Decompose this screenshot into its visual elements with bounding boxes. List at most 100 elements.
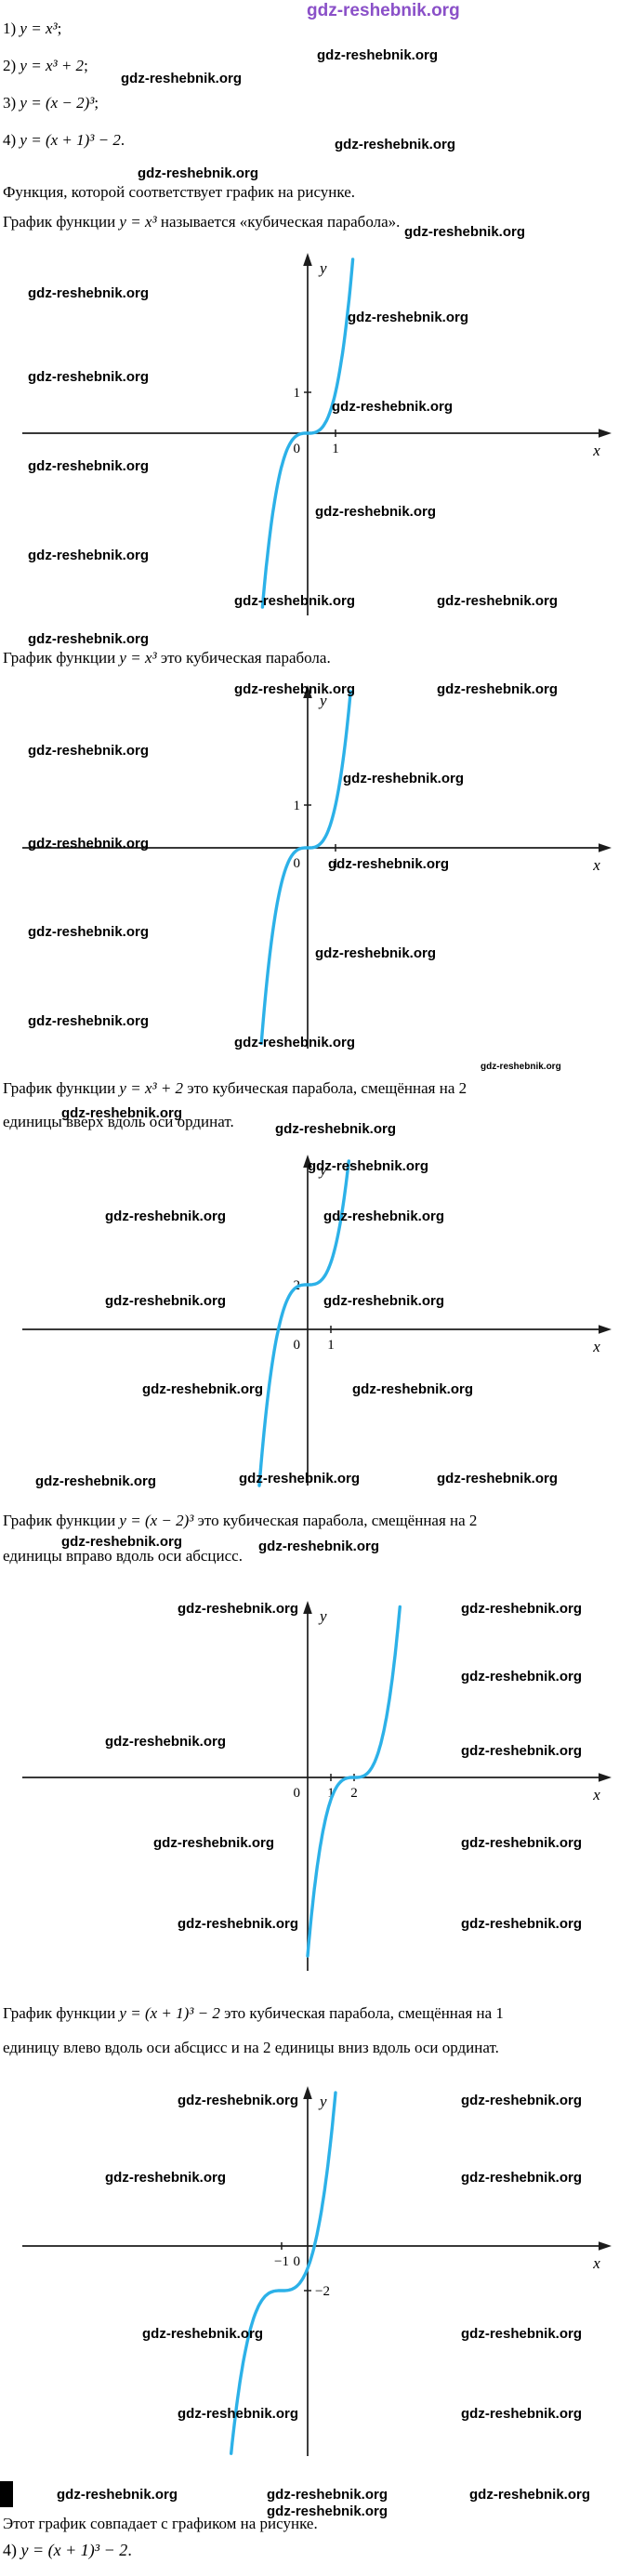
x-axis-arrow: [599, 843, 612, 852]
watermark: gdz-reshebnik.org: [461, 1601, 583, 1617]
watermark: gdz-reshebnik.org: [323, 1209, 445, 1224]
watermark: gdz-reshebnik.org: [343, 771, 465, 786]
x-tick-label: 1: [332, 442, 339, 456]
origin-label: 0: [294, 856, 301, 871]
cubic-curve: [260, 258, 355, 609]
watermark: gdz-reshebnik.org: [61, 1534, 183, 1550]
y-axis-label: y: [318, 1607, 327, 1625]
text-span: это кубическая парабола, смещённая на 2: [183, 1079, 467, 1097]
watermark: gdz-reshebnik.org: [234, 1035, 356, 1050]
statement-graph2-line1: График функции y = x³ + 2 это кубическая…: [3, 1078, 467, 1098]
text-span: это кубическая парабола, смещённая на 2: [193, 1512, 478, 1529]
watermark: gdz-reshebnik.org: [335, 137, 456, 152]
watermark: gdz-reshebnik.org: [481, 1062, 561, 1072]
x-tick-label: 1: [327, 1338, 335, 1353]
watermark: gdz-reshebnik.org: [308, 1158, 429, 1174]
watermark: gdz-reshebnik.org: [275, 1121, 397, 1137]
statement-graph2-line2: единицы вверх вдоль оси ординат.: [3, 1112, 234, 1131]
watermark: gdz-reshebnik.org: [178, 2406, 299, 2422]
watermark: gdz-reshebnik.org: [267, 2503, 388, 2519]
math-expression: y = (x + 1)³ − 2: [20, 131, 121, 149]
text-span: это кубическая парабола, смещённая на 1: [219, 2004, 504, 2022]
final-answer: 4) y = (x + 1)³ − 2.: [3, 2540, 132, 2561]
x-axis-arrow: [599, 2241, 612, 2251]
text-span: 3): [3, 94, 20, 112]
math-expression: y = (x − 2)³: [20, 94, 95, 112]
watermark: gdz-reshebnik.org: [461, 1669, 583, 1684]
x-axis-label: x: [592, 856, 600, 874]
origin-label: 0: [294, 442, 301, 456]
text-span: График функции: [3, 213, 120, 231]
math-expression: y = x³: [119, 649, 157, 667]
statement-cubic-name: График функции y = x³ называется «кубиче…: [3, 212, 400, 231]
watermark: gdz-reshebnik.org: [461, 2093, 583, 2108]
watermark: gdz-reshebnik.org: [352, 1381, 474, 1397]
option-3: 3) y = (x − 2)³;: [3, 93, 99, 112]
watermark: gdz-reshebnik.org: [28, 743, 150, 759]
watermark: gdz-reshebnik.org: [142, 1381, 264, 1397]
watermark: gdz-reshebnik.org: [315, 504, 437, 520]
text-span: .: [120, 131, 125, 149]
option-1: 1) y = x³;: [3, 19, 61, 38]
text-span: единицу влево вдоль оси абсцисс и на 2 е…: [3, 2039, 499, 2056]
x-tick-label: −1: [274, 2254, 289, 2269]
x-axis-arrow: [599, 429, 612, 438]
text-span: График функции: [3, 1512, 120, 1529]
watermark: gdz-reshebnik.org: [461, 1916, 583, 1932]
watermark: gdz-reshebnik.org: [404, 224, 526, 240]
x-tick-label: 1: [332, 856, 339, 871]
option-2: 2) y = x³ + 2;: [3, 56, 88, 75]
text-span: 4): [3, 131, 20, 149]
y-axis-arrow: [303, 1601, 312, 1614]
cubic-curve: [257, 1159, 350, 1487]
origin-label: 0: [294, 1338, 301, 1353]
statement-graph4-line1: График функции y = (x + 1)³ − 2 это куби…: [3, 2003, 504, 2023]
text-span: График функции: [3, 2004, 120, 2022]
x-tick-label: 2: [350, 1786, 358, 1801]
text-span: ;: [57, 20, 62, 37]
y-axis-label: y: [318, 259, 327, 277]
watermark: gdz-reshebnik.org: [348, 310, 469, 325]
watermark: gdz-reshebnik.org: [267, 2487, 388, 2503]
origin-label: 0: [294, 1786, 301, 1801]
watermark: gdz-reshebnik.org: [315, 945, 437, 961]
option-4: 4) y = (x + 1)³ − 2.: [3, 130, 125, 150]
watermark: gdz-reshebnik.org: [461, 1743, 583, 1759]
text-span: это кубическая парабола.: [156, 649, 331, 667]
math-expression: y = x³: [119, 213, 157, 231]
watermark: gdz-reshebnik.org: [461, 2406, 583, 2422]
watermark: gdz-reshebnik.org: [258, 1539, 380, 1554]
watermark: gdz-reshebnik.org: [35, 1473, 157, 1489]
y-axis-arrow: [303, 1155, 312, 1168]
y-axis-arrow: [303, 685, 312, 698]
watermark: gdz-reshebnik.org: [28, 1013, 150, 1029]
x-axis-arrow: [599, 1773, 612, 1782]
watermark: gdz-reshebnik.org: [142, 2326, 264, 2342]
watermark: gdz-reshebnik.org: [28, 924, 150, 940]
math-expression: y = (x + 1)³ − 2: [119, 2004, 220, 2022]
text-span: называется «кубическая парабола».: [156, 213, 401, 231]
math-expression: y = (x + 1)³ − 2: [20, 2541, 128, 2559]
statement-graph1: График функции y = x³ это кубическая пар…: [3, 648, 331, 667]
watermark: gdz-reshebnik.org: [105, 1209, 227, 1224]
text-span: Этот график совпадает с графиком на рису…: [3, 2515, 318, 2532]
math-expression: y = (x − 2)³: [119, 1512, 194, 1529]
watermark: gdz-reshebnik.org: [234, 681, 356, 697]
watermark: gdz-reshebnik.org: [57, 2487, 178, 2503]
watermark: gdz-reshebnik.org: [28, 369, 150, 385]
statement-graph3-line2: единицы вправо вдоль оси абсцисс.: [3, 1546, 243, 1565]
text-span: График функции: [3, 1079, 120, 1097]
watermark: gdz-reshebnik.org: [437, 681, 559, 697]
watermark: gdz-reshebnik.org: [61, 1105, 183, 1121]
x-axis-label: x: [592, 442, 600, 459]
watermark: gdz-reshebnik.org: [317, 47, 439, 63]
watermark: gdz-reshebnik.org: [28, 631, 150, 647]
text-span: единицы вверх вдоль оси ординат.: [3, 1113, 234, 1130]
x-axis-label: x: [592, 2254, 600, 2272]
watermark: gdz-reshebnik.org: [328, 856, 450, 872]
watermark: gdz-reshebnik.org: [153, 1835, 275, 1851]
